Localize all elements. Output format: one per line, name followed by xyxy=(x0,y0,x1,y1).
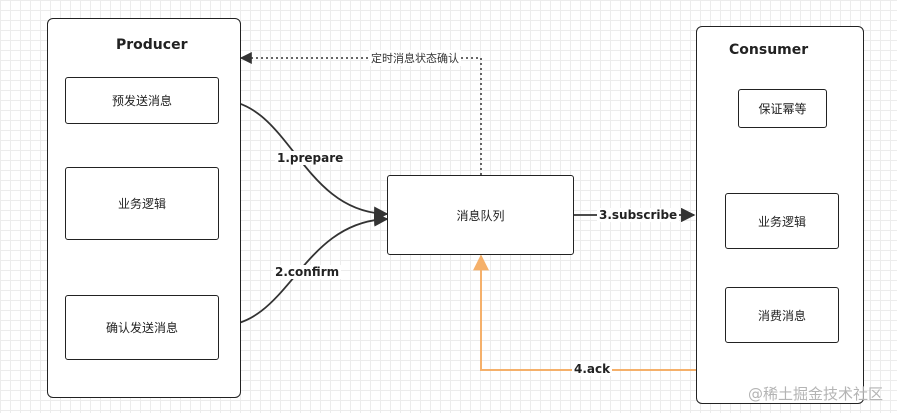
timer-check-arrow xyxy=(239,52,482,175)
ack-label: 4.ack xyxy=(572,362,613,376)
message-queue-box: 消息队列 xyxy=(387,175,574,255)
confirm-send-message-label: 确认发送消息 xyxy=(105,321,178,335)
subscribe-label: 3.subscribe xyxy=(597,208,680,222)
watermark: @稀土掘金技术社区 xyxy=(747,385,883,403)
idempotent-label: 保证幂等 xyxy=(758,102,807,116)
confirm-label: 2.confirm xyxy=(273,265,342,279)
consume-message-label: 消费消息 xyxy=(757,308,806,323)
consumer-business-logic-label: 业务逻辑 xyxy=(757,214,806,229)
confirm-send-message-box: 确认发送消息 xyxy=(65,295,219,360)
consumer-business-logic-box: 业务逻辑 xyxy=(725,193,839,249)
pre-send-message-label: 预发送消息 xyxy=(111,94,172,108)
prepare-label: 1.prepare xyxy=(275,151,346,165)
timer-check-label: 定时消息状态确认 xyxy=(369,50,461,66)
producer-title: Producer xyxy=(116,37,188,53)
producer-business-logic-label: 业务逻辑 xyxy=(117,197,166,211)
message-queue-label: 消息队列 xyxy=(456,208,505,223)
producer-business-logic-box: 业务逻辑 xyxy=(65,167,219,240)
consume-message-box: 消费消息 xyxy=(725,287,839,343)
idempotent-box: 保证幂等 xyxy=(738,89,827,128)
consumer-title: Consumer xyxy=(729,42,809,58)
pre-send-message-box: 预发送消息 xyxy=(65,77,219,124)
